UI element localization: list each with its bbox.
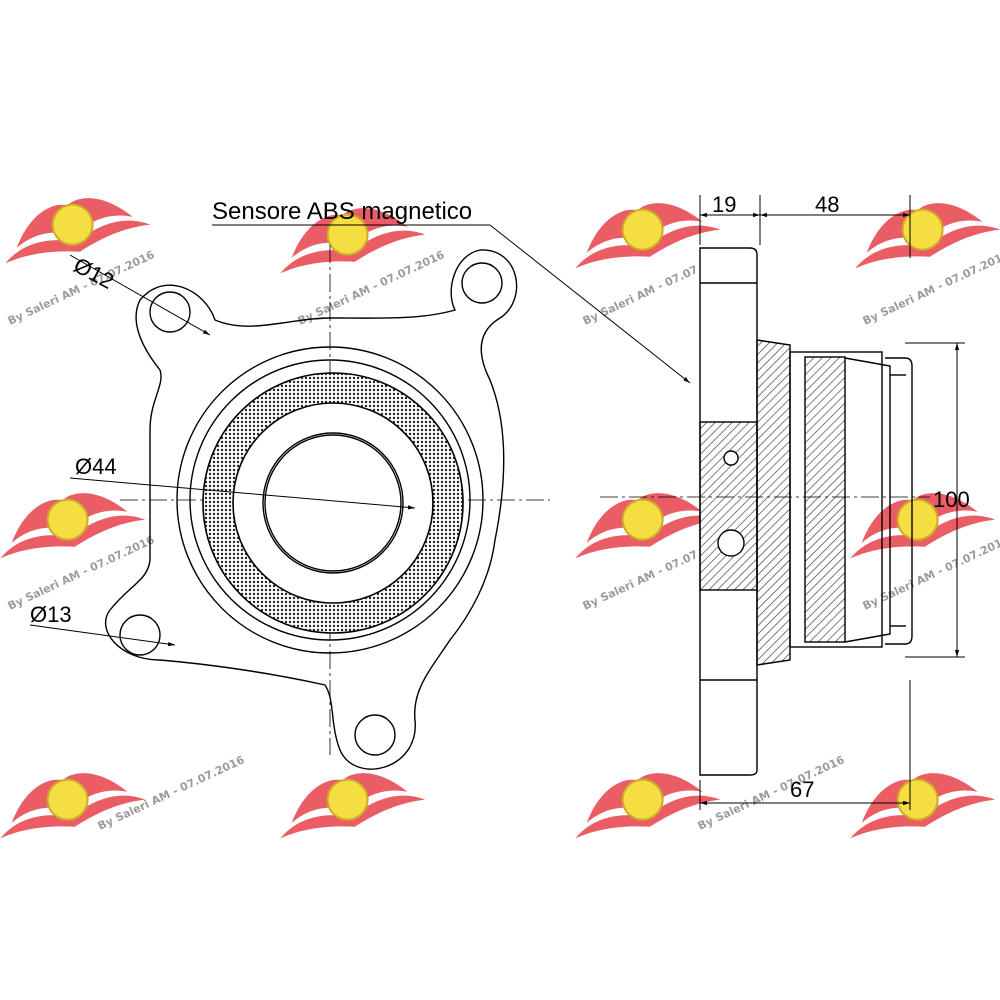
side-bolt-hole-small	[723, 450, 739, 466]
bolt-hole	[119, 614, 161, 656]
dim-label-67: 67	[790, 777, 814, 802]
leader-line-o44	[69, 477, 416, 510]
leader-line-abs-diagonal	[489, 224, 691, 384]
dim-label-o44: Ø44	[75, 454, 117, 479]
leader-line-o13	[29, 624, 176, 647]
side-bolt-hole-large	[717, 529, 745, 557]
watermark-logo	[838, 757, 999, 848]
front-dimension-leaders	[29, 224, 691, 647]
bore	[264, 434, 402, 572]
outer-ring	[176, 346, 484, 654]
watermark-logo	[563, 757, 724, 848]
flange-outline	[104, 249, 518, 770]
watermark-logo	[0, 757, 149, 848]
outer-ring-inner	[189, 359, 471, 641]
bore-ring	[262, 432, 404, 574]
watermark-logo	[268, 757, 429, 848]
watermark-text: By Saleri AM - 07.07.2016	[861, 248, 1000, 328]
leader-line-o12	[69, 254, 211, 336]
side-view	[699, 247, 913, 776]
dim-label-100: 100	[933, 487, 970, 512]
abs-sensor-label: Sensore ABS magnetico	[212, 198, 472, 225]
watermark-text: By Saleri AM - 07.07.2016	[96, 753, 247, 833]
front-view	[104, 245, 550, 770]
bolt-hole	[354, 714, 396, 756]
bolt-hole	[149, 291, 191, 333]
dim-label-19: 19	[712, 192, 736, 217]
flange-section	[699, 421, 758, 591]
dim-label-o13: Ø13	[30, 602, 72, 627]
seal-lip	[885, 357, 913, 645]
inner-race	[232, 402, 434, 604]
bolt-hole	[461, 262, 503, 304]
hub-shell	[789, 351, 883, 648]
dim-label-48: 48	[815, 192, 839, 217]
side-dimensions	[699, 195, 965, 810]
hub-step	[844, 357, 891, 643]
hub-body	[756, 339, 791, 666]
hub-section	[804, 356, 846, 643]
